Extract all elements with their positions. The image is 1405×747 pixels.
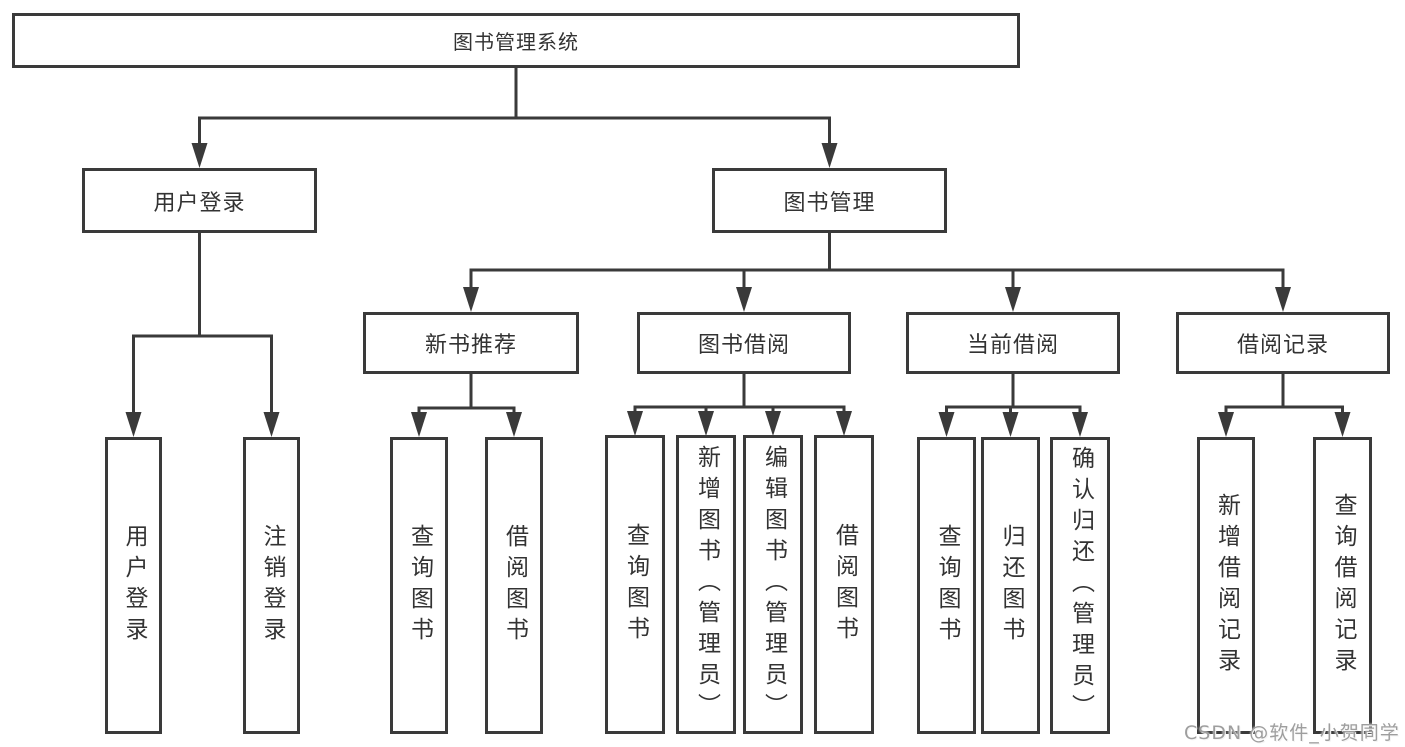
- node-borrow-record-label: 借阅记录: [1236, 333, 1329, 358]
- leaf-borrow-edit-admin: 编辑图书（管理员）: [743, 435, 803, 734]
- node-user-login: 用户登录: [82, 168, 317, 233]
- node-book-management: 图书管理: [712, 168, 947, 233]
- node-new-book-recommend-label: 新书推荐: [424, 333, 517, 358]
- leaf-record-add-label: 新增借阅记录: [1213, 492, 1240, 679]
- node-borrow-record: 借阅记录: [1176, 312, 1390, 374]
- leaf-borrow-add-admin-label: 新增图书（管理员）: [693, 445, 720, 724]
- leaf-current-query: 查询图书: [917, 437, 976, 734]
- leaf-newbook-query: 查询图书: [390, 437, 448, 734]
- leaf-borrow-query-label: 查询图书: [622, 522, 649, 647]
- leaf-newbook-query-label: 查询图书: [406, 523, 433, 648]
- leaf-current-return-label: 归还图书: [998, 523, 1024, 648]
- leaf-borrow-book-label: 借阅图书: [831, 522, 858, 647]
- leaf-newbook-borrow: 借阅图书: [485, 437, 543, 734]
- leaf-borrow-add-admin: 新增图书（管理员）: [676, 435, 736, 734]
- leaf-logout: 注销登录: [243, 437, 300, 734]
- leaf-borrow-edit-admin-label: 编辑图书（管理员）: [760, 445, 787, 724]
- leaf-logout-label: 注销登录: [259, 523, 285, 648]
- leaf-borrow-book: 借阅图书: [814, 435, 874, 734]
- node-user-login-label: 用户登录: [153, 190, 246, 216]
- leaf-borrow-query: 查询图书: [605, 435, 665, 734]
- leaf-current-confirm-admin: 确认归还（管理员）: [1050, 437, 1110, 734]
- node-book-borrow-label: 图书借阅: [697, 333, 790, 358]
- leaf-user-login-label: 用户登录: [121, 523, 147, 648]
- node-current-borrow-label: 当前借阅: [966, 333, 1059, 358]
- leaf-record-query-label: 查询借阅记录: [1330, 492, 1356, 679]
- leaf-newbook-borrow-label: 借阅图书: [501, 523, 528, 648]
- node-book-management-label: 图书管理: [783, 190, 876, 216]
- leaf-user-login: 用户登录: [105, 437, 162, 734]
- csdn-watermark: CSDN @软件_小贺同学: [1184, 722, 1400, 744]
- leaf-record-query: 查询借阅记录: [1313, 437, 1372, 734]
- node-current-borrow: 当前借阅: [906, 312, 1120, 374]
- node-book-borrow: 图书借阅: [637, 312, 851, 374]
- leaf-current-confirm-admin-label: 确认归还（管理员）: [1067, 446, 1094, 725]
- leaf-record-add: 新增借阅记录: [1197, 437, 1255, 734]
- node-root-label: 图书管理系统: [453, 30, 579, 54]
- leaf-current-query-label: 查询图书: [934, 523, 960, 648]
- leaf-current-return: 归还图书: [981, 437, 1040, 734]
- node-new-book-recommend: 新书推荐: [363, 312, 579, 374]
- node-root: 图书管理系统: [12, 13, 1020, 68]
